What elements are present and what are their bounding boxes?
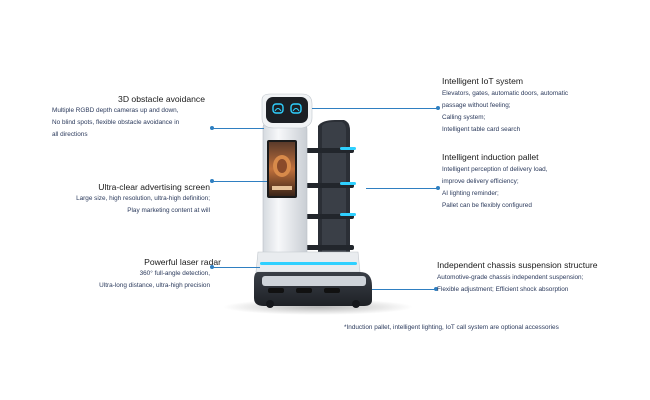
connector-dot-obstacle bbox=[210, 126, 214, 130]
advertising-line-2: Play marketing content at will bbox=[127, 207, 210, 214]
chassis-line-2: Flexible adjustment; Efficient shock abs… bbox=[437, 286, 569, 293]
connector-dot-iot bbox=[436, 106, 440, 110]
obstacle-desc: Multiple RGBD depth cameras up and down,… bbox=[52, 105, 179, 141]
connector-chassis bbox=[372, 289, 436, 290]
chassis-base bbox=[254, 272, 372, 308]
iot-title: Intelligent IoT system bbox=[442, 76, 524, 86]
iot-line-2: passage without feeling; bbox=[442, 102, 511, 109]
advertising-line-1: Large size, high resolution, ultra-high … bbox=[76, 195, 210, 202]
iot-line-3: Calling system; bbox=[442, 114, 486, 121]
connector-laser bbox=[212, 267, 260, 268]
obstacle-title: 3D obstacle avoidance bbox=[118, 94, 205, 104]
pallet-line-2: improve delivery efficiency; bbox=[442, 178, 519, 185]
advertising-screen bbox=[267, 140, 297, 198]
connector-iot bbox=[312, 108, 438, 109]
connector-obstacle bbox=[212, 128, 264, 129]
pallet-desc: Intelligent perception of delivery load,… bbox=[442, 164, 548, 212]
laser-title: Powerful laser radar bbox=[144, 257, 221, 267]
connector-dot-laser bbox=[210, 265, 214, 269]
pallet-line-3: AI lighting reminder; bbox=[442, 190, 499, 197]
pallet-line-1: Intelligent perception of delivery load, bbox=[442, 166, 548, 173]
connector-dot-chassis bbox=[434, 287, 438, 291]
iot-desc: Elevators, gates, automatic doors, autom… bbox=[442, 88, 568, 136]
footnote: *Induction pallet, intelligent lighting,… bbox=[344, 324, 559, 331]
chassis-title: Independent chassis suspension structure bbox=[437, 260, 598, 270]
laser-line-2: Ultra-long distance, ultra-high precisio… bbox=[99, 282, 210, 289]
robot-head bbox=[261, 93, 313, 129]
pallet-title: Intelligent induction pallet bbox=[442, 152, 539, 162]
advertising-title: Ultra-clear advertising screen bbox=[98, 182, 210, 192]
iot-line-4: Intelligent table card search bbox=[442, 126, 521, 133]
laser-line-1: 360° full-angle detection, bbox=[139, 270, 210, 277]
connector-pallet bbox=[366, 188, 438, 189]
chassis-desc: Automotive-grade chassis independent sus… bbox=[437, 272, 583, 296]
obstacle-line-2: No blind spots, flexible obstacle avoida… bbox=[52, 119, 180, 126]
obstacle-line-1: Multiple RGBD depth cameras up and down, bbox=[52, 107, 179, 114]
connector-dot-advertising bbox=[210, 179, 214, 183]
laser-desc: 360° full-angle detection, Ultra-long di… bbox=[99, 268, 210, 292]
chassis-line-1: Automotive-grade chassis independent sus… bbox=[437, 274, 584, 281]
connector-dot-pallet bbox=[436, 186, 440, 190]
obstacle-line-3: all directions bbox=[52, 131, 88, 138]
advertising-desc: Large size, high resolution, ultra-high … bbox=[76, 193, 210, 217]
light-strip bbox=[260, 262, 357, 265]
shelf-trays bbox=[300, 147, 356, 250]
iot-line-1: Elevators, gates, automatic doors, autom… bbox=[442, 90, 569, 97]
connector-advertising bbox=[212, 181, 267, 182]
pallet-line-4: Pallet can be flexibly configured bbox=[442, 202, 532, 209]
